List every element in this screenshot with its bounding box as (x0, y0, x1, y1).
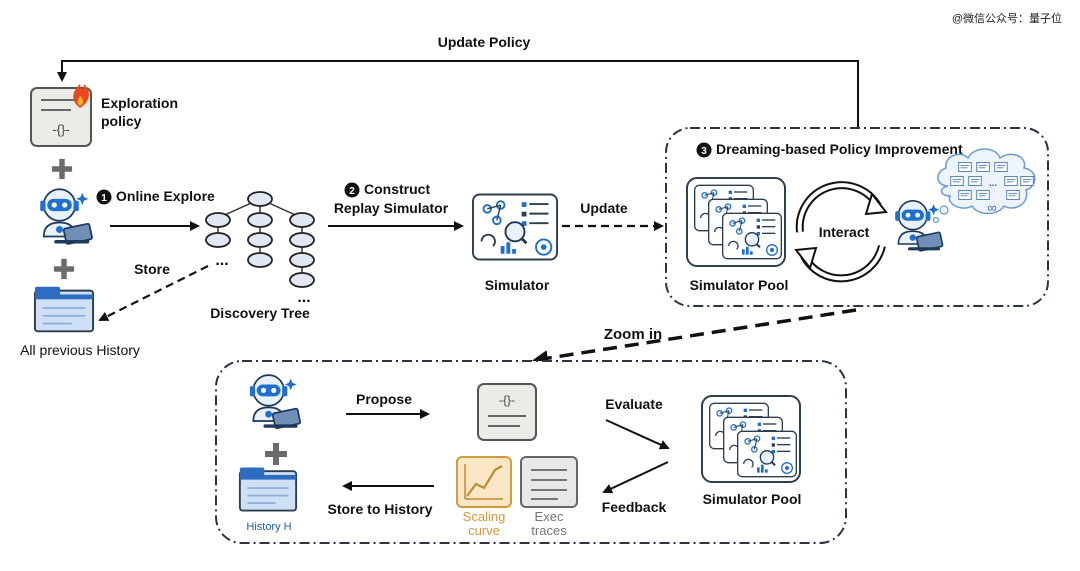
simulator-pool-bottom (701, 395, 801, 483)
cloud-ellipsis: ... (989, 178, 998, 189)
step-1-text: Online Explore (116, 188, 215, 204)
simulator-icon (472, 192, 558, 262)
thought-cloud-icon: ... ∞ (932, 148, 1036, 224)
history-h-folder-icon (238, 466, 298, 512)
simulator-pool-top (686, 177, 786, 267)
zoom-in-label: Zoom in (604, 326, 662, 343)
step-2-number: 2 (349, 186, 355, 197)
scaling-curve-card (456, 456, 512, 508)
store-to-history-label: Store to History (327, 501, 432, 517)
exploration-policy-code: -{}- (52, 122, 69, 137)
feedback-arrow (602, 461, 669, 494)
feedback-label: Feedback (602, 499, 667, 515)
step-2-text-2: Replay Simulator (334, 200, 449, 216)
history-folder-icon (33, 285, 95, 333)
propose-label: Propose (356, 391, 412, 407)
discovery-tree-label: Discovery Tree (210, 305, 310, 321)
history-h-label: History H (246, 521, 291, 533)
robot-icon (39, 188, 94, 246)
update-label: Update (580, 200, 628, 216)
policy-doc-code: -{}- (499, 393, 515, 407)
step-2-label: 2 Construct Replay Simulator (334, 181, 449, 216)
cloud-infinity: ∞ (987, 200, 996, 215)
discovery-tree: ... ... (205, 191, 315, 306)
policy-doc: -{}- (477, 383, 537, 441)
interact-label: Interact (819, 224, 870, 240)
exec-traces-label-1: Exec (535, 509, 564, 524)
step-3-label: 3 Dreaming-based Policy Improvement (696, 141, 963, 158)
simulator-label: Simulator (485, 277, 550, 293)
step-1-label: 1 Online Explore (96, 188, 215, 205)
tree-ellipsis: ... (215, 252, 228, 269)
update-policy-loop: Update Policy (57, 34, 859, 128)
exploration-policy-label-1: Exploration (101, 95, 178, 111)
step-1-number: 1 (101, 193, 107, 204)
tree-ellipsis: ... (297, 289, 310, 306)
zoom-detail-container (215, 360, 847, 544)
exec-traces-card (520, 456, 578, 508)
store-label: Store (134, 261, 170, 277)
simulator-pool-bottom-label: Simulator Pool (703, 491, 802, 507)
step-3-number: 3 (701, 146, 707, 157)
exec-traces-label-2: traces (531, 523, 567, 538)
evaluate-arrow (605, 419, 670, 450)
step-2-text-1: Construct (364, 181, 430, 197)
scaling-curve-label-2: curve (468, 523, 500, 538)
step-3-text: Dreaming-based Policy Improvement (716, 141, 963, 157)
evaluate-label: Evaluate (605, 396, 663, 412)
plus-icon (53, 258, 75, 280)
interact-cycle-icon (794, 181, 888, 283)
exploration-policy-label-2: policy (101, 113, 142, 129)
all-history-label: All previous History (20, 342, 140, 358)
exploration-policy-doc: -{}- (30, 84, 92, 147)
scaling-curve-label-1: Scaling (463, 509, 506, 524)
update-policy-label: Update Policy (438, 34, 531, 50)
fire-icon (73, 84, 89, 108)
zoom-in-arrow (532, 308, 857, 367)
watermark-text: @微信公众号：量子位 (952, 11, 1062, 25)
store-arrow (98, 265, 209, 321)
simulator-pool-top-label: Simulator Pool (690, 277, 789, 293)
plus-icon (51, 158, 73, 180)
